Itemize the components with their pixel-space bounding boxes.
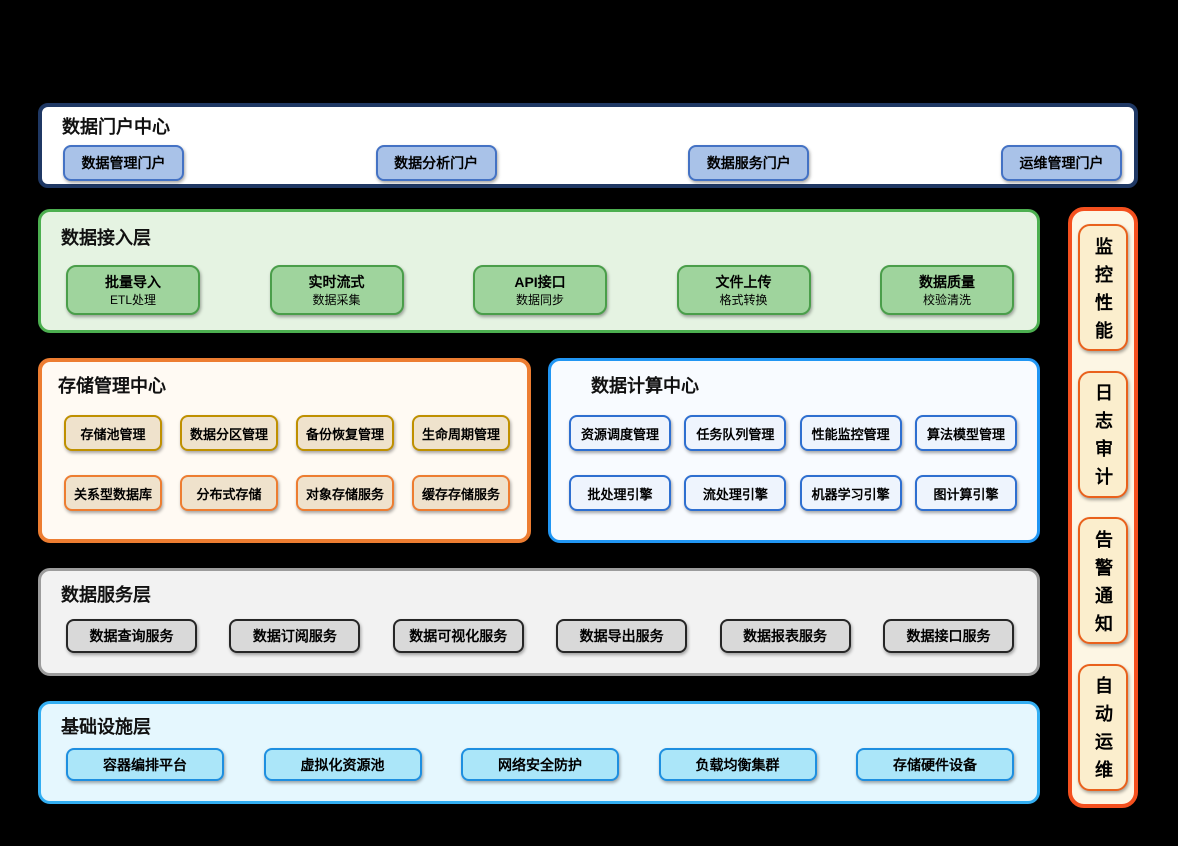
node-batch-processing-engine: 批处理引擎 xyxy=(569,475,671,511)
node-stream-processing-engine: 流处理引擎 xyxy=(684,475,787,511)
node-graph-computing-engine: 图计算引擎 xyxy=(914,475,1017,511)
node-load-balancing-cluster: 负载均衡集群 xyxy=(658,748,817,781)
section-title-data-compute-center: 数据计算中心 xyxy=(591,376,699,396)
node-network-security-protection: 网络安全防护 xyxy=(461,748,619,781)
node-auto-ops: 自动运维 xyxy=(1078,663,1128,791)
node-data-management-portal: 数据管理门户 xyxy=(63,145,184,181)
node-title: 批量导入 xyxy=(105,273,161,290)
node-data-api-service: 数据接口服务 xyxy=(882,619,1014,653)
node-storage-hardware-device: 存储硬件设备 xyxy=(856,748,1014,781)
section-title-data-service-layer: 数据服务层 xyxy=(61,585,151,605)
node-subtitle: 数据同步 xyxy=(515,292,564,307)
node-data-visualization-service: 数据可视化服务 xyxy=(392,619,524,653)
section-data-service-layer: 数据服务层 数据查询服务 数据订阅服务 数据可视化服务 数据导出服务 数据报表服… xyxy=(38,568,1040,676)
node-subtitle: 数据采集 xyxy=(312,292,361,307)
node-title: 文件上传 xyxy=(715,273,772,290)
node-distributed-storage: 分布式存储 xyxy=(180,475,278,511)
node-object-storage-service: 对象存储服务 xyxy=(296,475,394,511)
node-machine-learning-engine: 机器学习引擎 xyxy=(799,475,902,511)
node-title: API接口 xyxy=(514,273,566,290)
section-title-infrastructure-layer: 基础设施层 xyxy=(61,717,151,737)
node-resource-scheduling-mgmt: 资源调度管理 xyxy=(569,415,671,451)
node-lifecycle-mgmt: 生命周期管理 xyxy=(412,415,510,451)
node-data-partition-mgmt: 数据分区管理 xyxy=(180,415,278,451)
node-log-audit: 日志审计 xyxy=(1078,370,1128,498)
node-cache-storage-service: 缓存存储服务 xyxy=(412,475,510,511)
section-data-portal-center: 数据门户中心 数据管理门户 数据分析门户 数据服务门户 运维管理门户 xyxy=(38,103,1138,188)
storage-node-row-2: 关系型数据库 分布式存储 对象存储服务 缓存存储服务 xyxy=(42,475,527,511)
node-algorithm-model-mgmt: 算法模型管理 xyxy=(914,415,1017,451)
section-ops-sidebar: 监控性能 日志审计 告警通知 自动运维 xyxy=(1068,207,1138,808)
node-api-interface: API接口 数据同步 xyxy=(473,265,607,315)
section-title-data-access-layer: 数据接入层 xyxy=(61,228,151,248)
node-subtitle: ETL处理 xyxy=(109,292,156,307)
node-alert-notification: 告警通知 xyxy=(1078,517,1128,645)
node-data-subscription-service: 数据订阅服务 xyxy=(229,619,361,653)
node-subtitle: 格式转换 xyxy=(719,292,768,307)
node-data-report-service: 数据报表服务 xyxy=(719,619,851,653)
node-title: 实时流式 xyxy=(308,273,365,290)
section-storage-management-center: 存储管理中心 存储池管理 数据分区管理 备份恢复管理 生命周期管理 关系型数据库… xyxy=(38,358,531,543)
node-subtitle: 校验清洗 xyxy=(922,292,971,307)
node-batch-import: 批量导入 ETL处理 xyxy=(66,265,200,315)
access-node-row: 批量导入 ETL处理 实时流式 数据采集 API接口 数据同步 文件上传 格式转… xyxy=(41,265,1037,315)
compute-node-row-1: 资源调度管理 任务队列管理 性能监控管理 算法模型管理 xyxy=(551,415,1037,451)
node-title: 数据质量 xyxy=(919,273,975,290)
node-realtime-streaming: 实时流式 数据采集 xyxy=(269,265,404,315)
section-data-access-layer: 数据接入层 批量导入 ETL处理 实时流式 数据采集 API接口 数据同步 文件… xyxy=(38,209,1040,333)
node-relational-database: 关系型数据库 xyxy=(64,475,162,511)
node-ops-management-portal: 运维管理门户 xyxy=(1000,145,1122,181)
node-data-quality: 数据质量 校验清洗 xyxy=(880,265,1014,315)
section-infrastructure-layer: 基础设施层 容器编排平台 虚拟化资源池 网络安全防护 负载均衡集群 存储硬件设备 xyxy=(38,701,1040,804)
infra-node-row: 容器编排平台 虚拟化资源池 网络安全防护 负载均衡集群 存储硬件设备 xyxy=(41,748,1037,781)
node-storage-pool-mgmt: 存储池管理 xyxy=(64,415,162,451)
compute-node-row-2: 批处理引擎 流处理引擎 机器学习引擎 图计算引擎 xyxy=(551,475,1037,511)
storage-node-row-1: 存储池管理 数据分区管理 备份恢复管理 生命周期管理 xyxy=(42,415,527,451)
node-container-orchestration-platform: 容器编排平台 xyxy=(66,748,224,781)
node-data-query-service: 数据查询服务 xyxy=(66,619,197,653)
section-title-data-portal-center: 数据门户中心 xyxy=(62,117,170,137)
node-virtualization-resource-pool: 虚拟化资源池 xyxy=(263,748,422,781)
node-monitoring-performance: 监控性能 xyxy=(1078,224,1128,351)
node-performance-monitoring-mgmt: 性能监控管理 xyxy=(799,415,902,451)
services-node-row: 数据查询服务 数据订阅服务 数据可视化服务 数据导出服务 数据报表服务 数据接口… xyxy=(41,619,1037,653)
node-task-queue-mgmt: 任务队列管理 xyxy=(684,415,787,451)
section-data-compute-center: 数据计算中心 资源调度管理 任务队列管理 性能监控管理 算法模型管理 批处理引擎… xyxy=(548,358,1040,543)
node-data-analysis-portal: 数据分析门户 xyxy=(375,145,497,181)
node-file-upload: 文件上传 格式转换 xyxy=(676,265,811,315)
portal-node-row: 数据管理门户 数据分析门户 数据服务门户 运维管理门户 xyxy=(42,145,1134,181)
node-data-export-service: 数据导出服务 xyxy=(556,619,688,653)
node-backup-recovery-mgmt: 备份恢复管理 xyxy=(296,415,394,451)
node-data-service-portal: 数据服务门户 xyxy=(688,145,810,181)
section-title-storage-management-center: 存储管理中心 xyxy=(58,376,166,396)
